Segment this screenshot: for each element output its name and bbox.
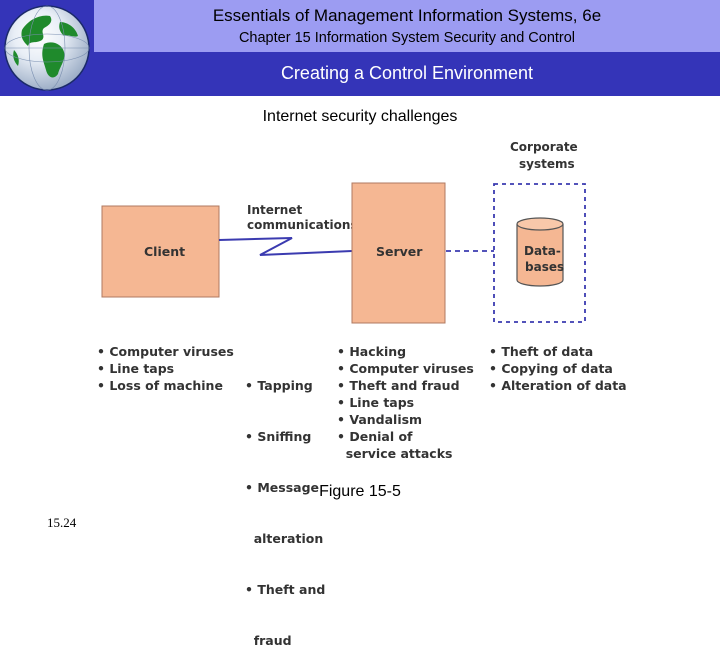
section-title: Creating a Control Environment [280,63,534,83]
comm-label-line2: communications [247,218,358,232]
database-label-line2: bases [525,260,564,274]
list-item: fraud [245,633,292,648]
list-item: • Theft of data [489,344,594,359]
list-item: service attacks [337,446,453,461]
list-item: • Theft and fraud [337,378,460,393]
list-item: • Denial of [337,429,413,444]
list-item: • Theft and [245,582,326,597]
client-label: Client [144,244,185,259]
slide-number: 15.24 [47,515,77,530]
corporate-threats-list: • Theft of data • Copying of data • Alte… [489,343,627,394]
server-label: Server [376,244,423,259]
comm-label-line1: Internet [247,203,302,217]
server-box [351,182,446,324]
corporate-systems-box [493,183,586,323]
section-band [94,52,720,96]
communication-link [218,237,353,256]
list-item: • Alteration of data [489,378,627,393]
list-item: alteration [245,531,324,546]
list-item: • Computer viruses [337,361,474,376]
course-title: Essentials of Management Information Sys… [212,6,602,25]
security-diagram: Client Internet communications Server Co… [101,140,586,324]
list-item: • Copying of data [489,361,613,376]
list-item: • Tapping [245,378,313,393]
list-item: • Hacking [337,344,407,359]
corporate-label-line1: Corporate [510,140,578,154]
title-band [94,0,720,52]
communication-threats-list: • Tapping • Sniffing • Message alteratio… [245,343,325,666]
diagram-title: Internet security challenges [262,108,458,125]
client-box [101,205,220,298]
figure-caption: Figure 15-5 [319,483,401,500]
list-item: • Line taps [97,361,175,376]
database-label-line1: Data- [524,244,561,258]
list-item: • Message [245,480,319,495]
globe-icon [4,5,90,91]
list-item: • Vandalism [337,412,423,427]
database-icon [516,217,564,287]
server-threats-list: • Hacking • Computer viruses • Theft and… [337,343,474,462]
list-item: • Computer viruses [97,344,234,359]
chapter-title: Chapter 15 Information System Security a… [238,30,576,46]
list-item: • Sniffing [245,429,312,444]
list-item: • Loss of machine [97,378,223,393]
corporate-label-line2: systems [519,157,575,171]
client-threats-list: • Computer viruses • Line taps • Loss of… [97,343,234,394]
globe-logo-panel [0,0,94,96]
list-item: • Line taps [337,395,415,410]
slide-header: Essentials of Management Information Sys… [0,0,720,96]
